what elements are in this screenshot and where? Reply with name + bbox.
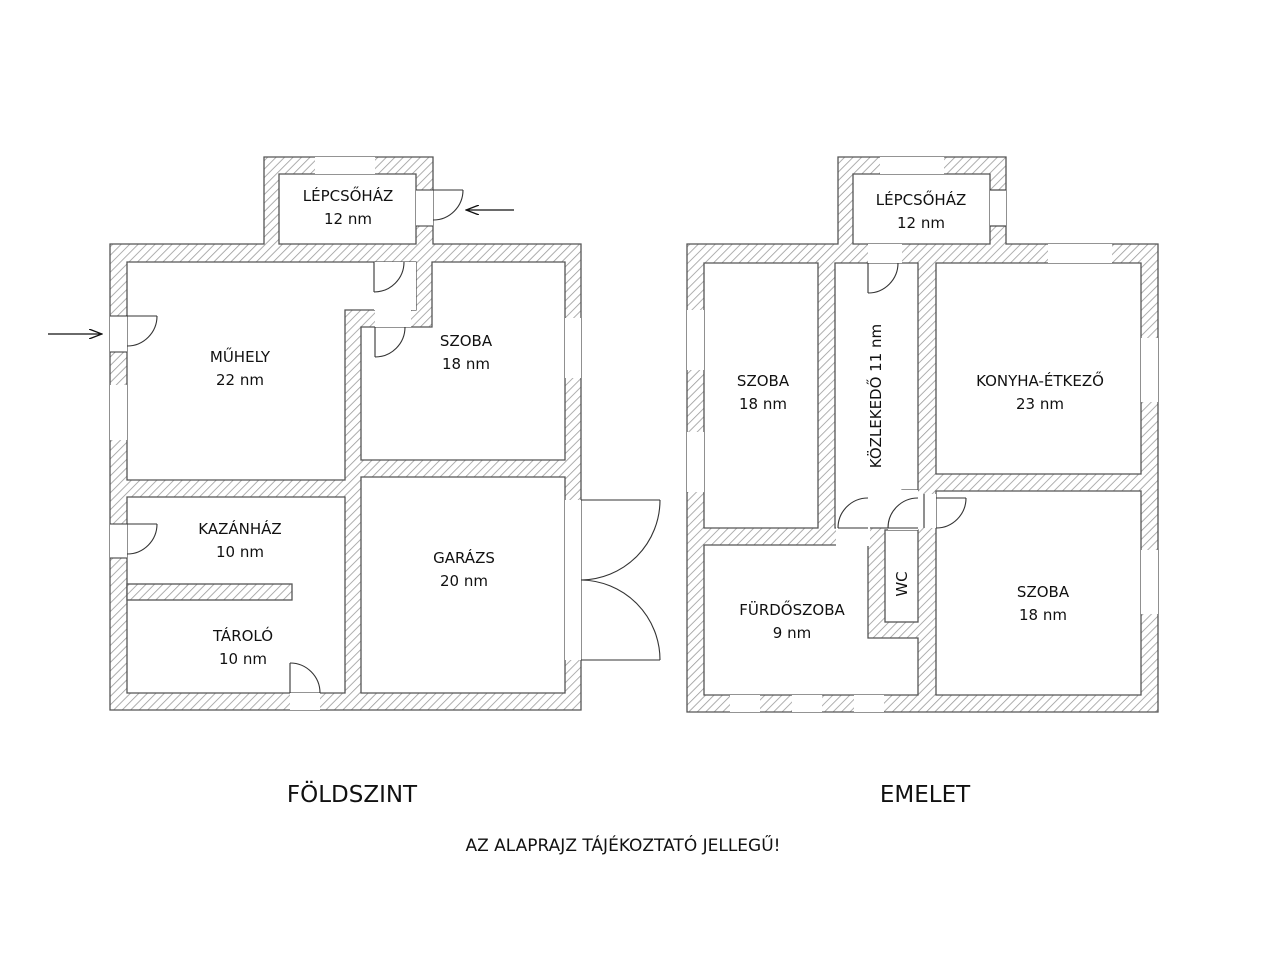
- room-area-lepcsohaz-upper: 12 nm: [897, 214, 945, 232]
- room-name-muhely: MŰHELY: [210, 346, 271, 366]
- room-area-tarolo: 10 nm: [219, 650, 267, 668]
- ground-floor-plan: LÉPCSŐHÁZ 12 nm MŰHELY 22 nm SZOBA 18 nm…: [48, 156, 661, 711]
- room-area-lepcsohaz: 12 nm: [324, 210, 372, 228]
- room-area-szoba-left: 18 nm: [739, 395, 787, 413]
- room-name-garazs: GARÁZS: [433, 548, 495, 567]
- room-name-lepcsohaz-upper: LÉPCSŐHÁZ: [876, 189, 967, 209]
- ground-floor-doors: [110, 189, 661, 694]
- room-area-konyha: 23 nm: [1016, 395, 1064, 413]
- upper-floor-doors: [837, 189, 1006, 529]
- room-name-furdoszoba: FÜRDŐSZOBA: [739, 599, 845, 619]
- ground-floor-windows: [110, 157, 581, 660]
- upper-floor-door-openings: [836, 190, 1006, 546]
- room-area-szoba-right: 18 nm: [1019, 606, 1067, 624]
- room-label-kozlekedo: KÖZLEKEDŐ 11 nm: [865, 324, 885, 468]
- room-name-tarolo: TÁROLÓ: [212, 626, 273, 645]
- disclaimer-note: AZ ALAPRAJZ TÁJÉKOZTATÓ JELLEGŰ!: [466, 834, 781, 856]
- room-name-szoba: SZOBA: [440, 332, 493, 350]
- upper-floor-title: EMELET: [880, 782, 971, 808]
- ground-floor-door-openings: [110, 190, 433, 710]
- room-area-muhely: 22 nm: [216, 371, 264, 389]
- room-area-garazs: 20 nm: [440, 572, 488, 590]
- room-name-szoba-left: SZOBA: [737, 372, 790, 390]
- ground-floor-walls: [109, 156, 582, 711]
- room-name-konyha: KONYHA-ÉTKEZŐ: [976, 370, 1104, 390]
- upper-floor-walls: [686, 156, 1159, 713]
- partition-wall: [126, 583, 293, 601]
- room-name-wc: WC: [893, 571, 911, 596]
- upper-floor-plan: LÉPCSŐHÁZ 12 nm SZOBA 18 nm KÖZLEKEDŐ 11…: [686, 156, 1159, 713]
- room-name-lepcsohaz: LÉPCSŐHÁZ: [303, 185, 394, 205]
- room-area-furdoszoba: 9 nm: [773, 624, 811, 642]
- room-area-szoba: 18 nm: [442, 355, 490, 373]
- room-area-kazanhaz: 10 nm: [216, 543, 264, 561]
- ground-floor-title: FÖLDSZINT: [287, 780, 418, 808]
- room-name-kazanhaz: KAZÁNHÁZ: [198, 519, 281, 538]
- upper-floor-windows: [687, 157, 1158, 712]
- room-name-szoba-right: SZOBA: [1017, 583, 1070, 601]
